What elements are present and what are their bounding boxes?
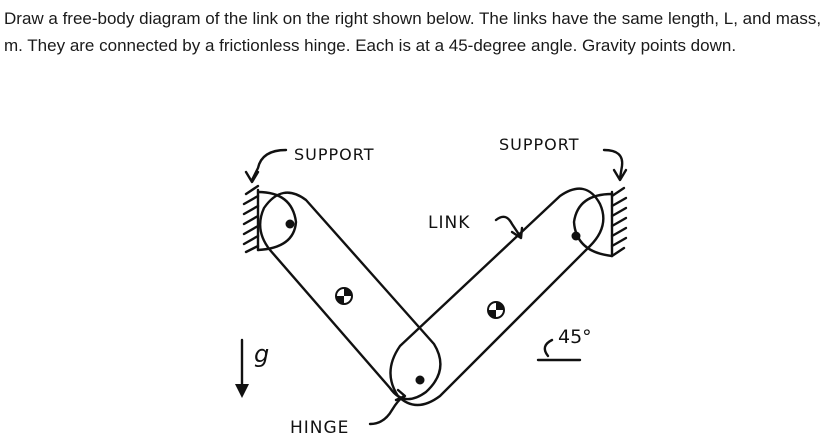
gravity-arrowhead [235, 384, 249, 398]
link-arrowhead [510, 226, 524, 240]
angle-label: 45° [558, 326, 592, 348]
left-support-arrowhead [244, 170, 260, 184]
question-text: Draw a free-body diagram of the link on … [4, 9, 822, 55]
support-right-label: SUPPORT [499, 135, 579, 154]
link-leader [494, 215, 522, 238]
support-left-label: SUPPORT [294, 145, 374, 164]
left-support-leader [250, 148, 288, 182]
left-wall [242, 184, 260, 254]
right-center-of-mass-symbol [487, 301, 505, 319]
angle-leader [543, 338, 554, 358]
link-label: LINK [428, 213, 470, 233]
hinge-label: HINGE [290, 418, 349, 438]
right-support-pin [571, 231, 581, 241]
gravity-label: g [254, 340, 269, 368]
left-support-pin [285, 219, 295, 229]
right-link-outline [389, 187, 605, 407]
right-support-leader [602, 148, 624, 180]
hinge-pin [415, 375, 425, 385]
right-wall [610, 186, 628, 258]
right-support-arrowhead [612, 168, 628, 182]
hinge-leader [368, 394, 406, 426]
hinge-arrowhead [394, 388, 407, 402]
right-support-bracket [572, 192, 614, 258]
left-support-bracket [256, 190, 298, 252]
left-center-of-mass-symbol [335, 287, 353, 305]
left-link-outline [258, 191, 442, 401]
